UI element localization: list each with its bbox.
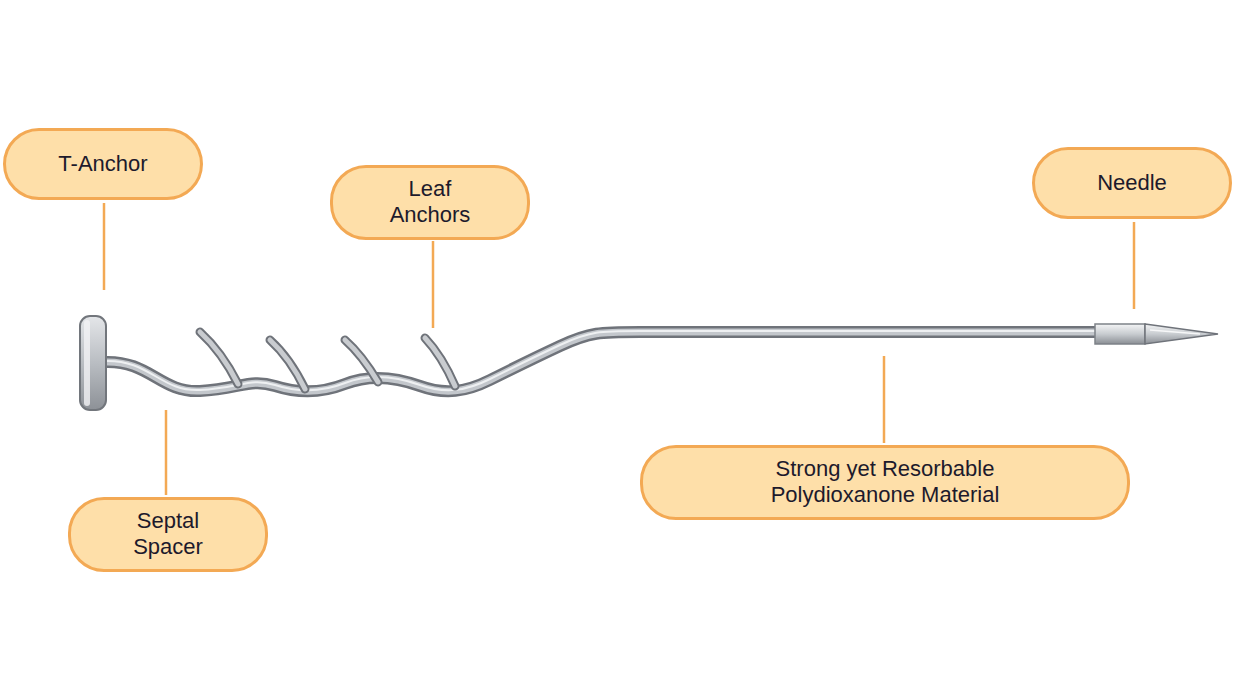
leader-line (103, 203, 106, 290)
implant-body (104, 331, 1100, 391)
callout-label: Needle (1097, 170, 1167, 196)
callout-box: Strong yet Resorbable Polydioxanone Mate… (640, 445, 1130, 520)
needle-highlight (1150, 330, 1200, 334)
callout-box: T-Anchor (3, 128, 203, 200)
needle-tip (1145, 324, 1218, 344)
callout-box: Leaf Anchors (330, 165, 530, 240)
callout-box: Needle (1032, 147, 1232, 219)
callout-label: Septal Spacer (113, 508, 223, 561)
leader-line (432, 241, 435, 328)
implant-body-highlight (104, 331, 1100, 390)
leader-line (165, 410, 168, 495)
t-anchor-bar (80, 316, 106, 410)
needle-hub (1095, 324, 1145, 344)
leader-line (1133, 222, 1136, 309)
leader-line (883, 356, 886, 443)
callout-label: Leaf Anchors (375, 176, 485, 229)
callout-label: Strong yet Resorbable Polydioxanone Mate… (735, 456, 1035, 509)
callout-label: T-Anchor (58, 151, 147, 177)
implant-body-face (104, 332, 1100, 391)
t-anchor-highlight (84, 320, 90, 406)
callout-box: Septal Spacer (68, 497, 268, 572)
leaf-anchor-barbs (200, 332, 455, 389)
implant-body-outline (104, 332, 1100, 391)
